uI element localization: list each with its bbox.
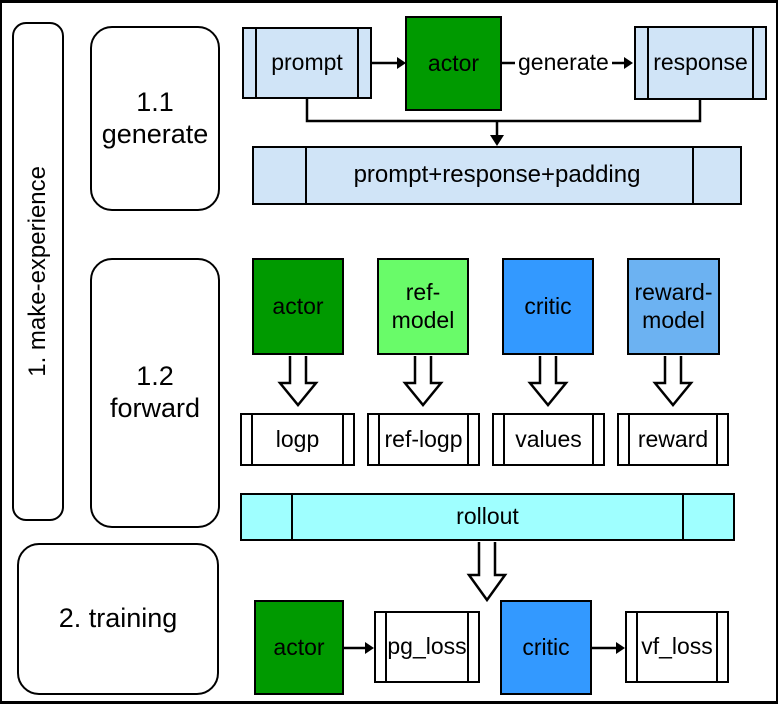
block-arrow-down-icon [652, 356, 694, 407]
actor-label: actor [273, 633, 325, 660]
actor-model-box-training: actor [254, 600, 344, 695]
pg-loss-tensor-box: pg_loss [374, 611, 480, 683]
prompt-label: prompt [271, 49, 343, 76]
divider-line [716, 612, 718, 682]
vf-loss-tensor-box: vf_loss [625, 611, 729, 683]
values-tensor-box: values [492, 413, 605, 466]
arrowhead-icon [616, 642, 625, 654]
reward-label: reward [637, 425, 709, 452]
critic-model-box-training: critic [500, 600, 592, 695]
divider-line [752, 27, 754, 99]
reward-model-box: reward- model [627, 258, 720, 355]
arrowhead-icon [365, 642, 374, 654]
divider-line [647, 27, 649, 99]
divider-line [378, 414, 380, 465]
section-training: 2. training [17, 543, 219, 695]
block-arrow-down-icon [277, 356, 319, 407]
concat-tensor-box: prompt+response+padding [252, 146, 742, 205]
ref-model-label: ref- model [391, 279, 455, 333]
concat-label: prompt+response+padding [353, 161, 641, 189]
section-training-label: 2. training [58, 603, 178, 634]
arrowhead-icon [490, 135, 504, 146]
divider-line [692, 147, 694, 204]
divider-line [467, 612, 469, 682]
make-experience-label: 1. make-experience [23, 166, 51, 377]
ref-model-box: ref- model [377, 258, 469, 355]
section-forward: 1.2 forward [90, 258, 220, 528]
divider-line [357, 28, 359, 98]
divider-line [251, 414, 253, 465]
block-arrow-down-icon [402, 356, 444, 407]
prompt-tensor-box: prompt [242, 27, 372, 99]
divider-line [291, 494, 293, 540]
critic-label: critic [524, 292, 572, 319]
rollout-tensor-box: rollout [240, 493, 735, 541]
divider-line [628, 414, 630, 465]
critic-model-box-forward: critic [502, 258, 594, 355]
actor-label: actor [427, 49, 480, 76]
block-arrow-down-icon [466, 542, 508, 603]
rollout-label: rollout [456, 503, 519, 530]
make-experience-rail: 1. make-experience [12, 22, 64, 521]
values-label: values [515, 425, 582, 452]
divider-line [342, 414, 344, 465]
divider-line [636, 612, 638, 682]
block-arrow-down-icon [527, 356, 569, 407]
section-generate: 1.1 generate [90, 26, 220, 211]
ref-logp-tensor-box: ref-logp [367, 413, 480, 466]
actor-label: actor [272, 292, 324, 319]
actor-model-box-generate: actor [405, 16, 502, 111]
logp-label: logp [275, 425, 320, 452]
merge-connector [305, 98, 702, 123]
response-label: response [653, 49, 748, 76]
divider-line [682, 494, 684, 540]
generate-arrow-label: generate [515, 49, 612, 76]
vf-loss-label: vf_loss [641, 633, 713, 660]
divider-line [255, 28, 257, 98]
section-forward-label: 1.2 forward [109, 361, 201, 423]
divider-line [467, 414, 469, 465]
pg-loss-label: pg_loss [387, 633, 467, 660]
divider-line [305, 147, 307, 204]
arrowhead-icon [624, 57, 633, 69]
critic-label: critic [522, 633, 570, 660]
reward-tensor-box: reward [617, 413, 729, 466]
divider-line [385, 612, 387, 682]
ref-logp-label: ref-logp [384, 425, 463, 452]
logp-tensor-box: logp [240, 413, 355, 466]
divider-line [592, 414, 594, 465]
divider-line [503, 414, 505, 465]
section-generate-label: 1.1 generate [101, 86, 209, 149]
actor-model-box-forward: actor [252, 258, 344, 355]
divider-line [716, 414, 718, 465]
response-tensor-box: response [634, 26, 767, 100]
reward-model-label: reward- model [634, 279, 713, 333]
